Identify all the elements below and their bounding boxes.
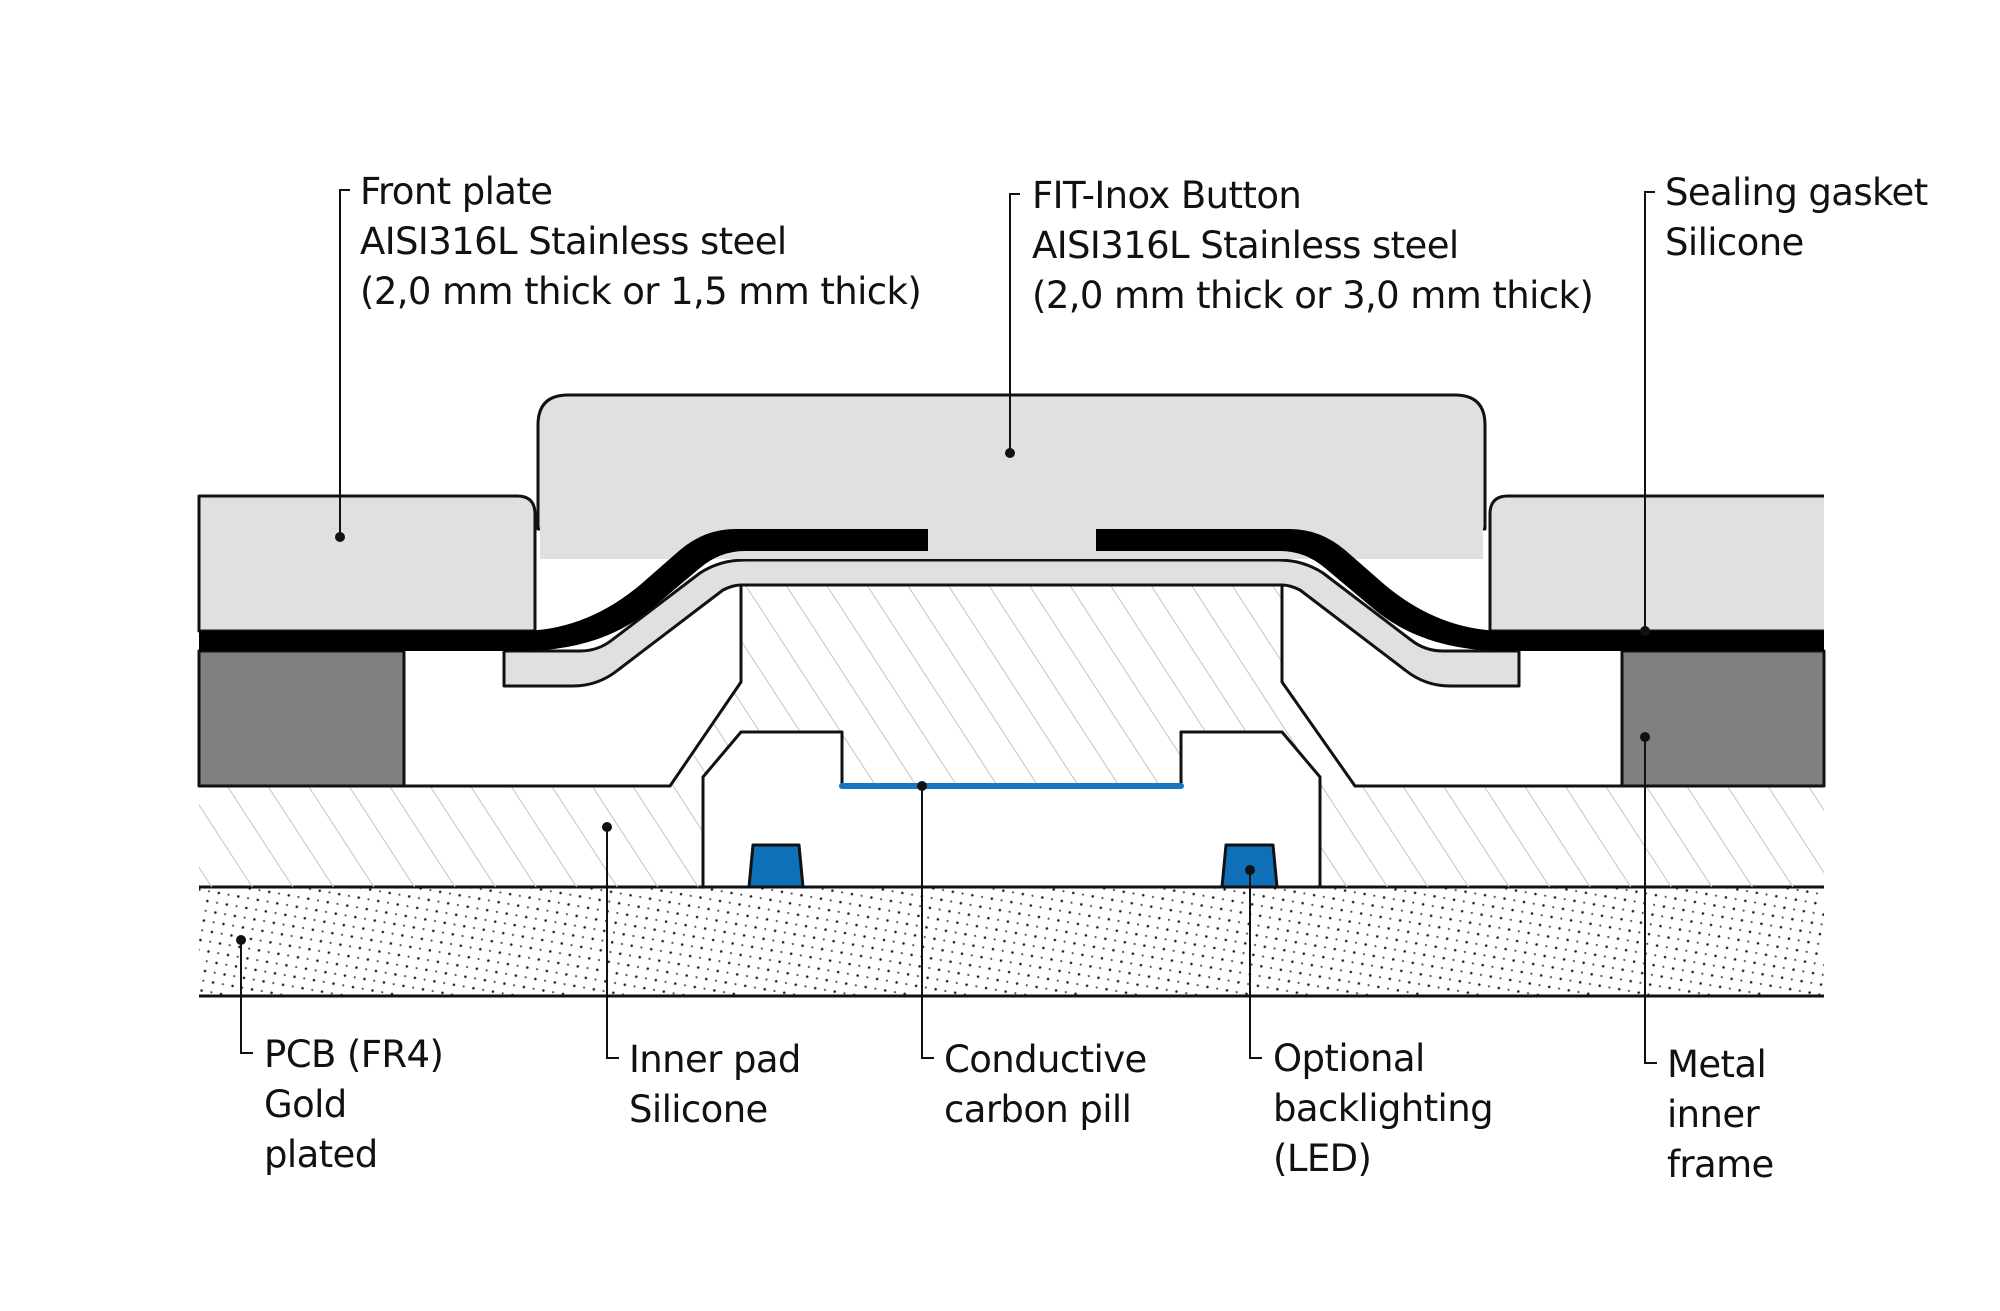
label-carbon-pill: Conductive carbon pill — [944, 1038, 1147, 1131]
label-inner-pad: Inner pad Silicone — [629, 1038, 801, 1131]
label-metal-frame: Metal inner frame — [1667, 1043, 1774, 1186]
svg-text:Conductive: Conductive — [944, 1038, 1147, 1081]
svg-text:Silicone: Silicone — [1665, 221, 1804, 264]
svg-text:AISI316L Stainless steel: AISI316L Stainless steel — [360, 220, 787, 263]
svg-text:Front plate: Front plate — [360, 170, 552, 213]
svg-text:(2,0 mm thick or 1,5 mm thick): (2,0 mm thick or 1,5 mm thick) — [360, 270, 921, 313]
svg-text:Metal: Metal — [1667, 1043, 1766, 1086]
label-sealing-gasket: Sealing gasket Silicone — [1665, 171, 1928, 264]
label-button: FIT-Inox Button AISI316L Stainless steel… — [1032, 174, 1594, 317]
label-pcb: PCB (FR4) Gold plated — [264, 1033, 444, 1176]
svg-text:FIT-Inox Button: FIT-Inox Button — [1032, 174, 1301, 217]
sealing-gasket — [199, 529, 1824, 651]
svg-text:Inner pad: Inner pad — [629, 1038, 801, 1081]
svg-text:carbon pill: carbon pill — [944, 1088, 1131, 1131]
metal-frame-left — [197, 649, 406, 788]
silicone-skirt — [502, 558, 1521, 688]
svg-text:inner: inner — [1667, 1093, 1761, 1136]
svg-text:AISI316L Stainless steel: AISI316L Stainless steel — [1032, 224, 1459, 267]
svg-text:(2,0 mm thick or 3,0 mm thick): (2,0 mm thick or 3,0 mm thick) — [1032, 274, 1593, 317]
svg-text:Silicone: Silicone — [629, 1088, 768, 1131]
label-front-plate: Front plate AISI316L Stainless steel (2,… — [360, 170, 922, 313]
svg-text:backlighting: backlighting — [1273, 1087, 1493, 1130]
front-plate-left — [197, 494, 537, 633]
svg-text:Gold: Gold — [264, 1083, 347, 1126]
label-led: Optional backlighting (LED) — [1273, 1037, 1494, 1180]
svg-text:Optional: Optional — [1273, 1037, 1425, 1080]
metal-frame-right — [1620, 649, 1826, 788]
leaders — [236, 189, 1657, 1064]
front-plate-right — [1488, 494, 1824, 633]
led-left — [747, 843, 805, 889]
svg-text:(LED): (LED) — [1273, 1137, 1371, 1180]
svg-text:PCB (FR4): PCB (FR4) — [264, 1033, 443, 1076]
fit-inox-button — [536, 393, 1487, 531]
svg-text:Sealing gasket: Sealing gasket — [1665, 171, 1928, 214]
svg-text:plated: plated — [264, 1133, 378, 1176]
svg-text:frame: frame — [1667, 1143, 1774, 1186]
pcb — [199, 885, 1824, 998]
